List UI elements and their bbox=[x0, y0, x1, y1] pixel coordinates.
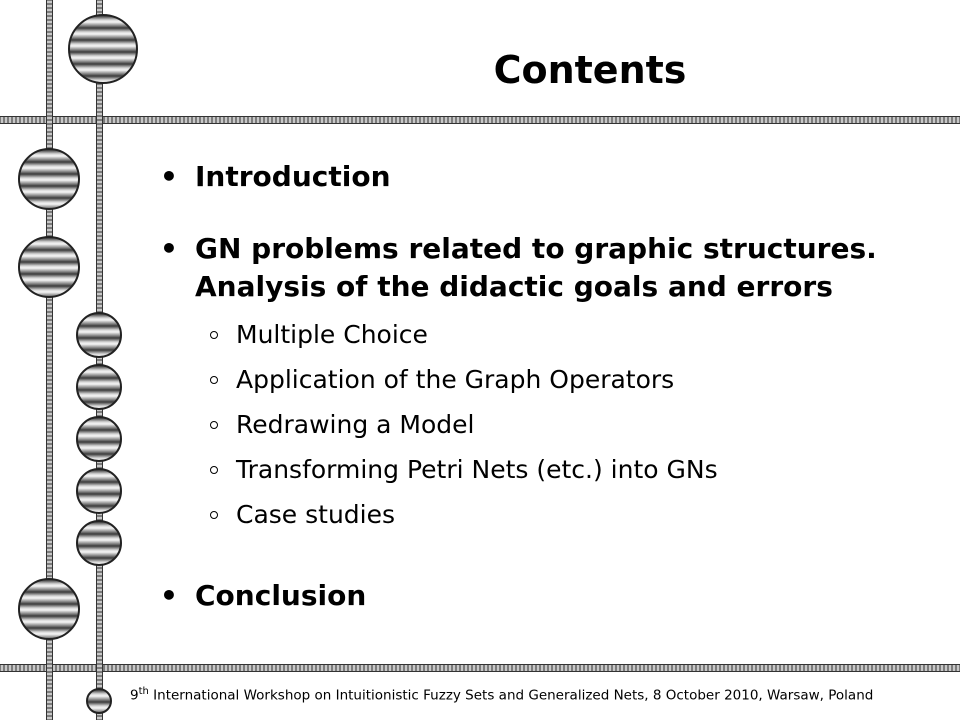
sub-item-multiple-choice: Multiple Choice bbox=[160, 312, 920, 357]
bead-decoration bbox=[18, 236, 80, 298]
bead-decoration bbox=[18, 148, 80, 210]
contents-list: Introduction GN problems related to grap… bbox=[160, 150, 920, 615]
bottom-rope-divider bbox=[0, 664, 960, 672]
sub-list: Multiple Choice Application of the Graph… bbox=[160, 312, 920, 537]
bead-decoration bbox=[76, 520, 122, 566]
footer-text: 9th International Workshop on Intuitioni… bbox=[130, 686, 930, 704]
bead-decoration bbox=[76, 312, 122, 358]
bullet-gn-problems: GN problems related to graphic structure… bbox=[160, 230, 920, 306]
bead-decoration bbox=[76, 468, 122, 514]
footer-ordinal: 9 bbox=[130, 687, 139, 704]
sub-item-graph-operators: Application of the Graph Operators bbox=[160, 357, 920, 402]
middle-rope bbox=[96, 0, 103, 720]
sub-item-case-studies: Case studies bbox=[160, 492, 920, 537]
footer-ordinal-suffix: th bbox=[138, 686, 149, 697]
bead-decoration bbox=[76, 364, 122, 410]
bead-decoration bbox=[76, 416, 122, 462]
bead-decoration bbox=[68, 14, 138, 84]
left-rope bbox=[46, 0, 53, 720]
sub-item-redrawing-model: Redrawing a Model bbox=[160, 402, 920, 447]
footer-workshop: International Workshop on Intuitionistic… bbox=[148, 687, 874, 704]
top-rope-divider bbox=[0, 116, 960, 124]
bullet-introduction: Introduction bbox=[160, 158, 920, 196]
bead-decoration bbox=[86, 688, 112, 714]
bead-decoration bbox=[18, 578, 80, 640]
sub-item-petri-nets: Transforming Petri Nets (etc.) into GNs bbox=[160, 447, 920, 492]
bullet-conclusion: Conclusion bbox=[160, 577, 920, 615]
slide-title: Contents bbox=[493, 48, 687, 92]
